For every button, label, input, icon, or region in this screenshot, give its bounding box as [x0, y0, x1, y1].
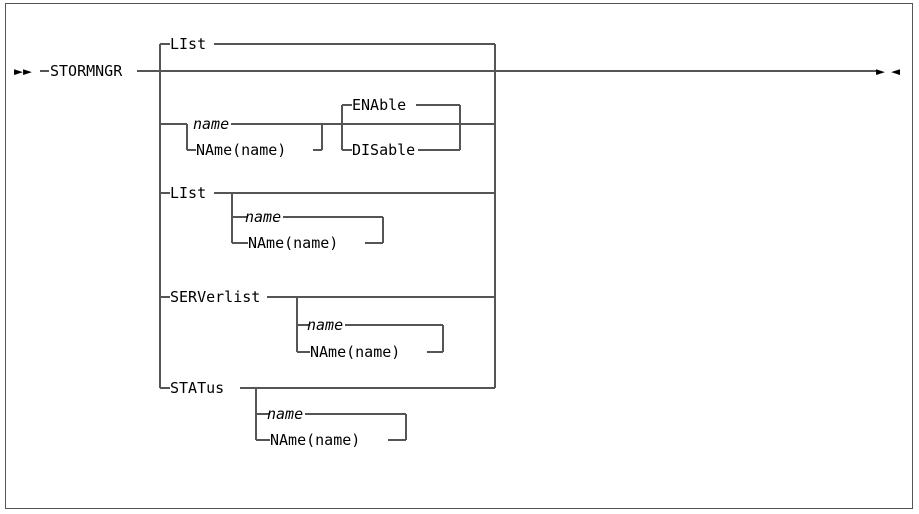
nameparen-close: ): [277, 141, 287, 159]
branch-status-choice-nameparen-label: NAme(name): [270, 433, 360, 448]
nameparen-open: NAme(: [270, 431, 316, 449]
command-label: STORMNGR: [50, 62, 123, 80]
modifier-enable-label: ENAble: [352, 96, 407, 114]
end-marker-right: ►: [876, 62, 886, 80]
branch-status-label: STATus: [170, 379, 225, 397]
nameparen-inner: name: [241, 141, 278, 159]
nameparen-open: NAme(: [248, 234, 294, 252]
modifier-disable-label: DISable: [352, 141, 416, 159]
nameparen-open: NAme(: [310, 343, 356, 361]
diagram-border: [5, 3, 913, 509]
nameparen-close: ): [391, 343, 401, 361]
start-marker: ►►: [14, 62, 33, 80]
nameparen-close: ): [329, 234, 339, 252]
nameparen-inner: name: [293, 234, 330, 252]
nameparen-inner: name: [355, 343, 392, 361]
branch-name-choice-nameparen-label: NAme(name): [196, 143, 286, 158]
nameparen-inner: name: [315, 431, 352, 449]
branch-list-label: LIst: [170, 184, 207, 202]
branch-list-default-label: LIst: [170, 35, 207, 53]
branch-list-choice-nameparen-label: NAme(name): [248, 236, 338, 251]
branch-serverlist-choice-nameparen-label: NAme(name): [310, 345, 400, 360]
branch-serverlist-choice-name-label: name: [307, 316, 344, 334]
end-marker-left: ◄: [891, 62, 901, 80]
nameparen-close: ): [351, 431, 361, 449]
branch-list-choice-name-label: name: [245, 208, 282, 226]
branch-name-choice-name-label: name: [193, 115, 230, 133]
branch-serverlist-label: SERVerlist: [170, 288, 261, 306]
nameparen-open: NAme(: [196, 141, 242, 159]
branch-status-choice-name-label: name: [267, 405, 304, 423]
